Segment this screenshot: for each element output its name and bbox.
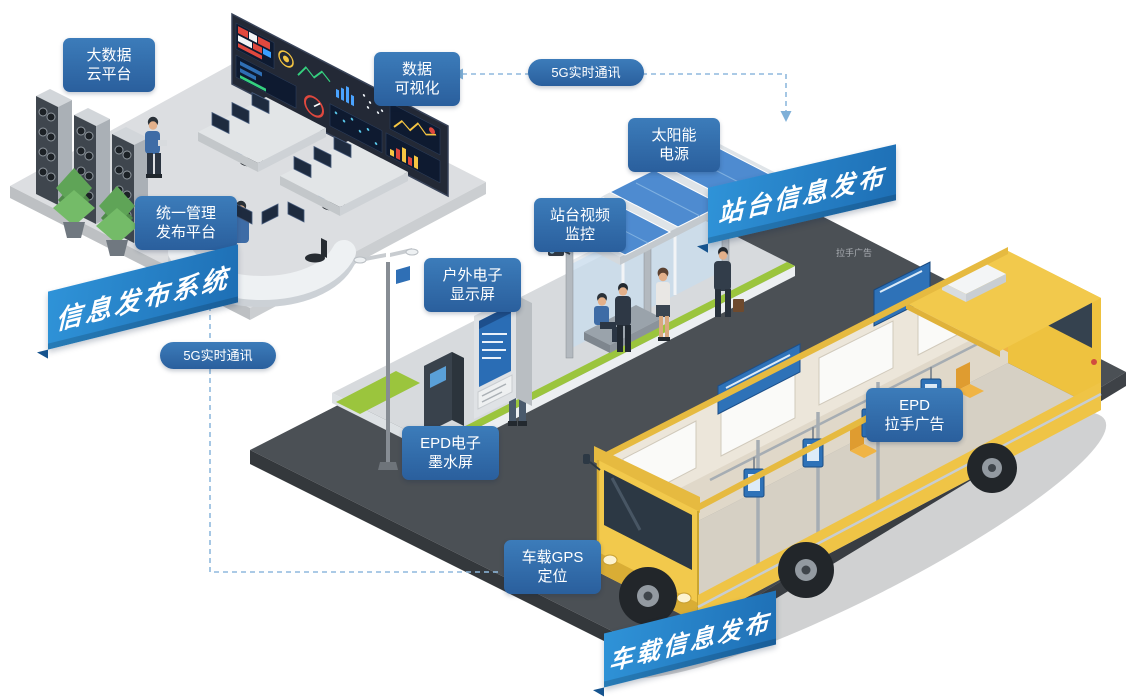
briefcase (733, 299, 744, 312)
person (145, 116, 167, 178)
callout-line: 统一管理 (155, 205, 216, 222)
callout-line: 电源 (658, 146, 689, 163)
callout-line: 监控 (564, 226, 595, 243)
info-kiosk (474, 295, 532, 419)
callout-big-data-cloud: 大数据 云平台 (63, 38, 155, 92)
callout-line: 显示屏 (449, 286, 495, 303)
street-lamp (353, 248, 419, 470)
bus-floor (598, 363, 1101, 623)
callout-line: 云平台 (86, 66, 132, 83)
callout-line: 站台视频 (549, 207, 610, 224)
console-desk (198, 91, 326, 172)
callout-line: 大数据 (86, 47, 132, 64)
person-businessman (615, 283, 631, 352)
arrow-down (780, 111, 792, 122)
person-woman (656, 267, 670, 341)
callout-solar-power: 太阳能 电源 (628, 118, 720, 172)
control-room-scene (10, 12, 486, 320)
plant (96, 186, 138, 256)
bus-roof-watermark: 拉手广告 (836, 248, 873, 258)
link-label-5g-left: 5G实时通讯 (160, 342, 276, 369)
link-platform-to-bus (209, 252, 500, 573)
callout-unified-platform: 统一管理 发布平台 (135, 196, 237, 250)
server-rack (36, 89, 72, 205)
callout-line: 车载GPS (521, 549, 584, 566)
callout-line: 发布平台 (155, 224, 216, 241)
windshield (604, 470, 692, 570)
callout-station-video: 站台视频 监控 (534, 198, 626, 252)
bus-wheels (619, 443, 1017, 625)
callout-line: 拉手广告 (884, 416, 945, 433)
pa-speaker (396, 266, 410, 284)
callout-line: 墨水屏 (427, 454, 473, 471)
plant (53, 168, 95, 238)
bus (583, 247, 1107, 679)
dashboard-wall (231, 12, 449, 198)
callout-line: 户外电子 (442, 267, 503, 284)
ticket-machine (424, 352, 464, 434)
callout-line: EPD (899, 397, 930, 414)
callout-line: 定位 (537, 568, 568, 585)
headlight (602, 554, 618, 566)
callout-line: EPD电子 (420, 435, 481, 452)
person-walking (714, 247, 744, 317)
callout-epd-handle-ad: EPD 拉手广告 (866, 388, 963, 442)
callout-line: 数据 (401, 61, 432, 78)
callout-epd-ink-screen: EPD电子 墨水屏 (402, 426, 499, 480)
console-desk (280, 135, 408, 216)
grab-poles (709, 328, 1006, 568)
side-mirror (583, 454, 590, 464)
callout-line: 太阳能 (651, 127, 697, 144)
person-sitting (594, 293, 618, 342)
callout-data-visualization: 数据 可视化 (374, 52, 460, 106)
callout-line: 可视化 (394, 80, 440, 97)
link-label-5g-top: 5G实时通讯 (528, 59, 644, 86)
callout-outdoor-display: 户外电子 显示屏 (424, 258, 521, 312)
callout-vehicle-gps: 车载GPS 定位 (504, 540, 601, 594)
headlight (676, 592, 692, 604)
bus-roof (906, 251, 1101, 357)
